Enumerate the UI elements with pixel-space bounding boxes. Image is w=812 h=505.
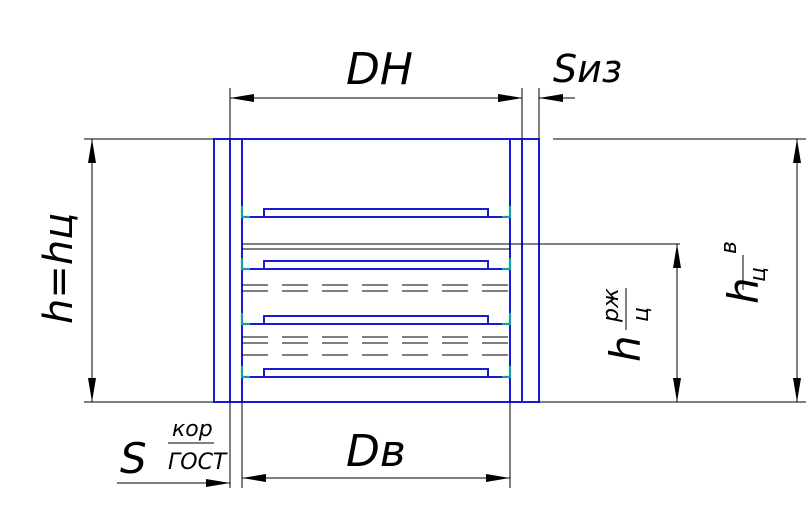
left-wall	[229, 138, 243, 403]
right-wall	[509, 138, 523, 403]
height-left-label: h=hц	[36, 213, 82, 324]
left-insulation	[213, 138, 231, 403]
vapor-height-h: h	[719, 277, 768, 304]
tray	[240, 206, 512, 219]
tray	[240, 313, 512, 326]
extension-lines	[84, 88, 806, 488]
tray	[240, 366, 512, 379]
vapor-height-sup: в	[717, 241, 742, 254]
outer-diameter-label: DН	[346, 44, 413, 95]
wall-thickness-s: S	[120, 434, 147, 483]
liquid-height-h: h	[601, 335, 650, 362]
wall-thickness-sub: ГОСТ	[168, 450, 228, 475]
vapor-height-sub: ц	[746, 267, 771, 282]
liquid-height-sup: рж	[599, 288, 624, 323]
right-insulation	[521, 138, 540, 403]
liquid-lines	[242, 243, 680, 356]
liquid-height-sub: ц	[629, 307, 654, 322]
wall-thickness-sup: кор	[172, 417, 213, 442]
trays	[240, 206, 512, 379]
tray	[240, 258, 512, 271]
inner-diameter-label: Dв	[346, 426, 406, 477]
insulation-thickness-label: Sиз	[553, 47, 622, 91]
